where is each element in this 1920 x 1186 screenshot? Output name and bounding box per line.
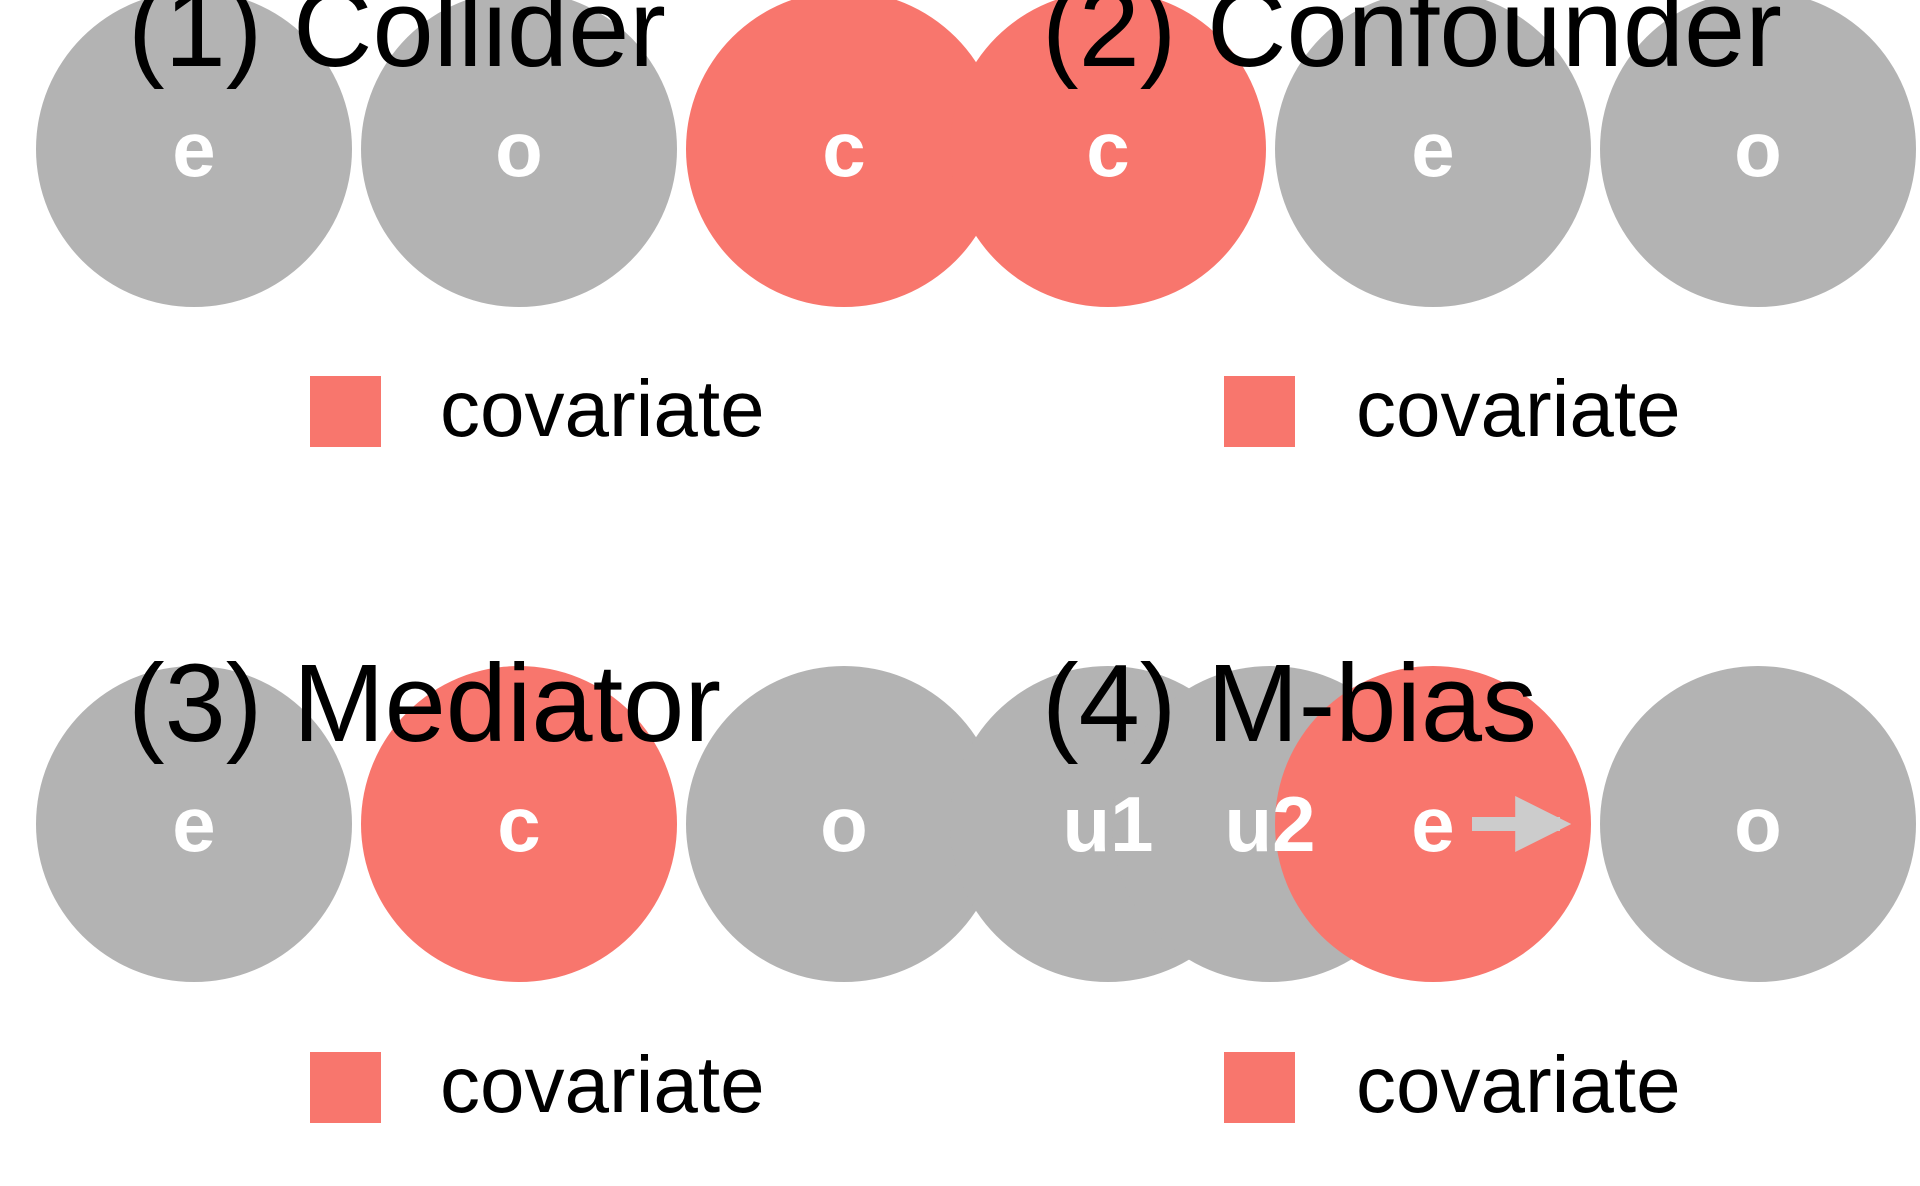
legend-label: covariate xyxy=(1356,364,1681,453)
node-o xyxy=(686,666,1002,982)
node-e xyxy=(36,0,352,307)
panel-collider: e o c (1) Collider covariate xyxy=(36,0,1002,453)
node-o xyxy=(361,0,677,307)
legend-key-covariate xyxy=(310,376,381,447)
panel-title: (2) Confounder xyxy=(1042,0,1782,90)
legend-label: covariate xyxy=(440,1040,765,1129)
node-label-o: o xyxy=(1734,105,1782,193)
node-e xyxy=(36,666,352,982)
node-label-e: e xyxy=(1411,780,1454,868)
legend-label: covariate xyxy=(1356,1040,1681,1129)
node-c xyxy=(686,0,1002,307)
node-label-c: c xyxy=(822,105,865,193)
node-label-e: e xyxy=(1411,105,1454,193)
node-label-c: c xyxy=(497,780,540,868)
panel-confounder: c e o (2) Confounder covariate xyxy=(950,0,1916,453)
node-label-u1: u1 xyxy=(1062,780,1153,868)
panel-title: (3) Mediator xyxy=(128,642,721,765)
node-label-e: e xyxy=(172,105,215,193)
node-c xyxy=(361,666,677,982)
node-o xyxy=(1600,0,1916,307)
legend-label: covariate xyxy=(440,364,765,453)
node-e xyxy=(1275,666,1591,982)
node-label-c: c xyxy=(1086,105,1129,193)
node-label-o: o xyxy=(820,780,868,868)
node-label-o: o xyxy=(495,105,543,193)
legend-key-covariate xyxy=(1224,376,1295,447)
panel-title: (4) M-bias xyxy=(1042,642,1537,765)
node-o xyxy=(1600,666,1916,982)
node-label-o: o xyxy=(1734,780,1782,868)
node-e xyxy=(1275,0,1591,307)
legend-key-covariate xyxy=(1224,1052,1295,1123)
node-label-u2: u2 xyxy=(1224,780,1315,868)
legend-key-covariate xyxy=(310,1052,381,1123)
node-c xyxy=(950,0,1266,307)
panel-mediator: e c o (3) Mediator covariate xyxy=(36,642,1002,1129)
node-label-e: e xyxy=(172,780,215,868)
panel-m-bias: u1 u2 e o (4) M-bias covariate xyxy=(950,642,1916,1129)
panel-title: (1) Collider xyxy=(128,0,666,90)
